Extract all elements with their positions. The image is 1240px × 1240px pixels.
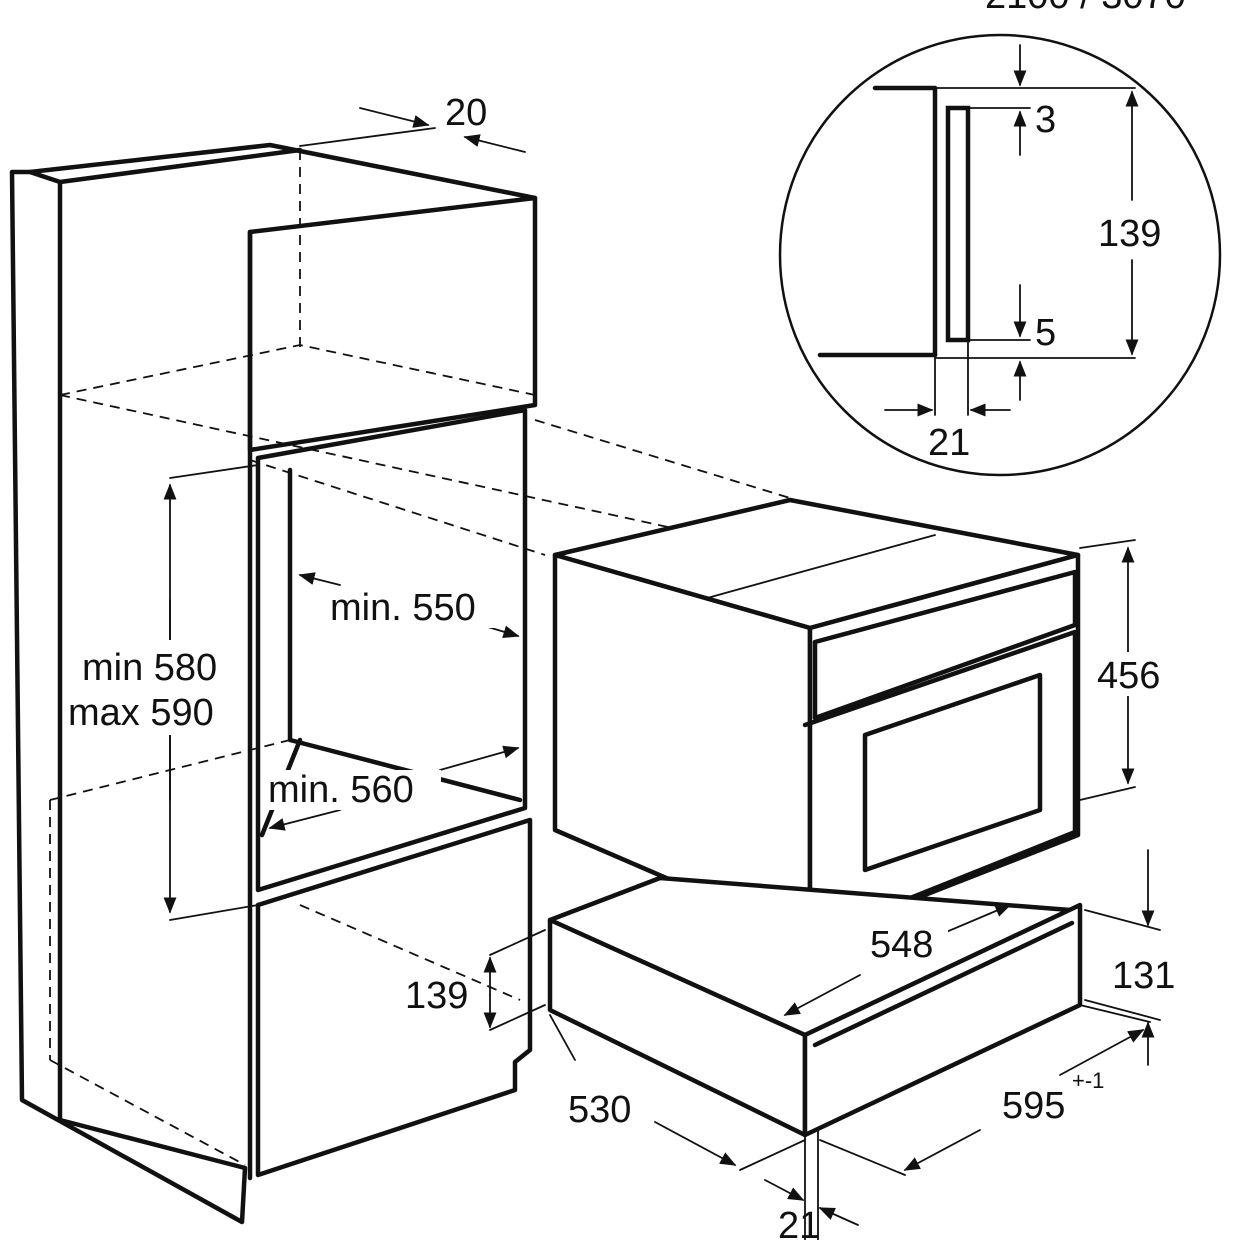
label-gap-top: 20 xyxy=(445,92,487,134)
label-drawer-body-depth: 530 xyxy=(568,1089,631,1131)
oven-door xyxy=(802,629,1078,938)
label-niche-width: min. 560 xyxy=(268,769,414,811)
dimension-drawer-front-height: 139 xyxy=(405,929,546,1031)
corner-label: 2100 / 3070 xyxy=(985,0,1186,17)
oven xyxy=(552,497,1081,943)
cabinet-top-edge xyxy=(27,142,538,201)
label-drawer-width-tolerance: +-1 xyxy=(1072,1068,1104,1093)
dimension-niche-width: min. 560 xyxy=(266,745,520,831)
label-drawer-front-height: 139 xyxy=(405,975,468,1017)
oven-front xyxy=(807,552,1081,943)
label-drawer-width: 595 xyxy=(1002,1085,1065,1127)
dimension-niche-height: min 580 max 590 xyxy=(65,464,259,921)
dimension-drawer-body-depth: 530 xyxy=(549,1014,806,1171)
dimension-gap-top: 20 xyxy=(299,92,526,153)
label-detail-gap-top: 3 xyxy=(1035,99,1056,141)
label-niche-depth: min. 550 xyxy=(330,587,476,629)
label-niche-height-min: min 580 xyxy=(82,647,217,689)
drawer-front-inner xyxy=(812,920,1075,1048)
label-detail-gap-bottom: 5 xyxy=(1035,312,1056,354)
label-niche-height-max: max 590 xyxy=(68,692,214,734)
cabinet-upper-panel xyxy=(247,195,538,453)
niche-frame xyxy=(255,407,528,893)
tall-cabinet xyxy=(9,142,821,1225)
dimension-drawer-width: 595 +-1 xyxy=(819,1004,1151,1176)
dimension-drawer-height: 131 xyxy=(1084,849,1175,1066)
projection-line-4 xyxy=(299,904,521,1001)
dimension-drawer-depth: 548 xyxy=(783,904,1012,1016)
cabinet-lower-panel xyxy=(255,817,533,1178)
detail-callout: 3 139 5 21 xyxy=(778,33,1222,477)
oven-top-seam xyxy=(699,534,936,601)
dimension-oven-height: 456 xyxy=(1079,539,1175,801)
detail-circle xyxy=(778,33,1222,477)
label-front-thickness: 21 xyxy=(778,1205,820,1240)
niche-inner xyxy=(287,467,523,803)
warming-drawer xyxy=(547,875,1083,1138)
label-oven-height: 456 xyxy=(1097,655,1160,697)
dimension-niche-depth: min. 550 xyxy=(298,572,520,639)
detail-front-profile xyxy=(945,105,971,343)
label-detail-thickness: 21 xyxy=(928,422,970,464)
label-drawer-height: 131 xyxy=(1112,955,1175,997)
hidden-line-base xyxy=(49,1059,246,1166)
projection-line-3 xyxy=(249,459,546,556)
dimension-front-thickness: 21 xyxy=(764,1129,859,1240)
cabinet-top-back xyxy=(57,147,303,185)
label-detail-height: 139 xyxy=(1098,213,1161,255)
label-drawer-depth: 548 xyxy=(870,924,933,966)
projection-line-2 xyxy=(534,419,791,499)
oven-control-panel xyxy=(812,569,1078,721)
oven-window xyxy=(862,672,1043,873)
